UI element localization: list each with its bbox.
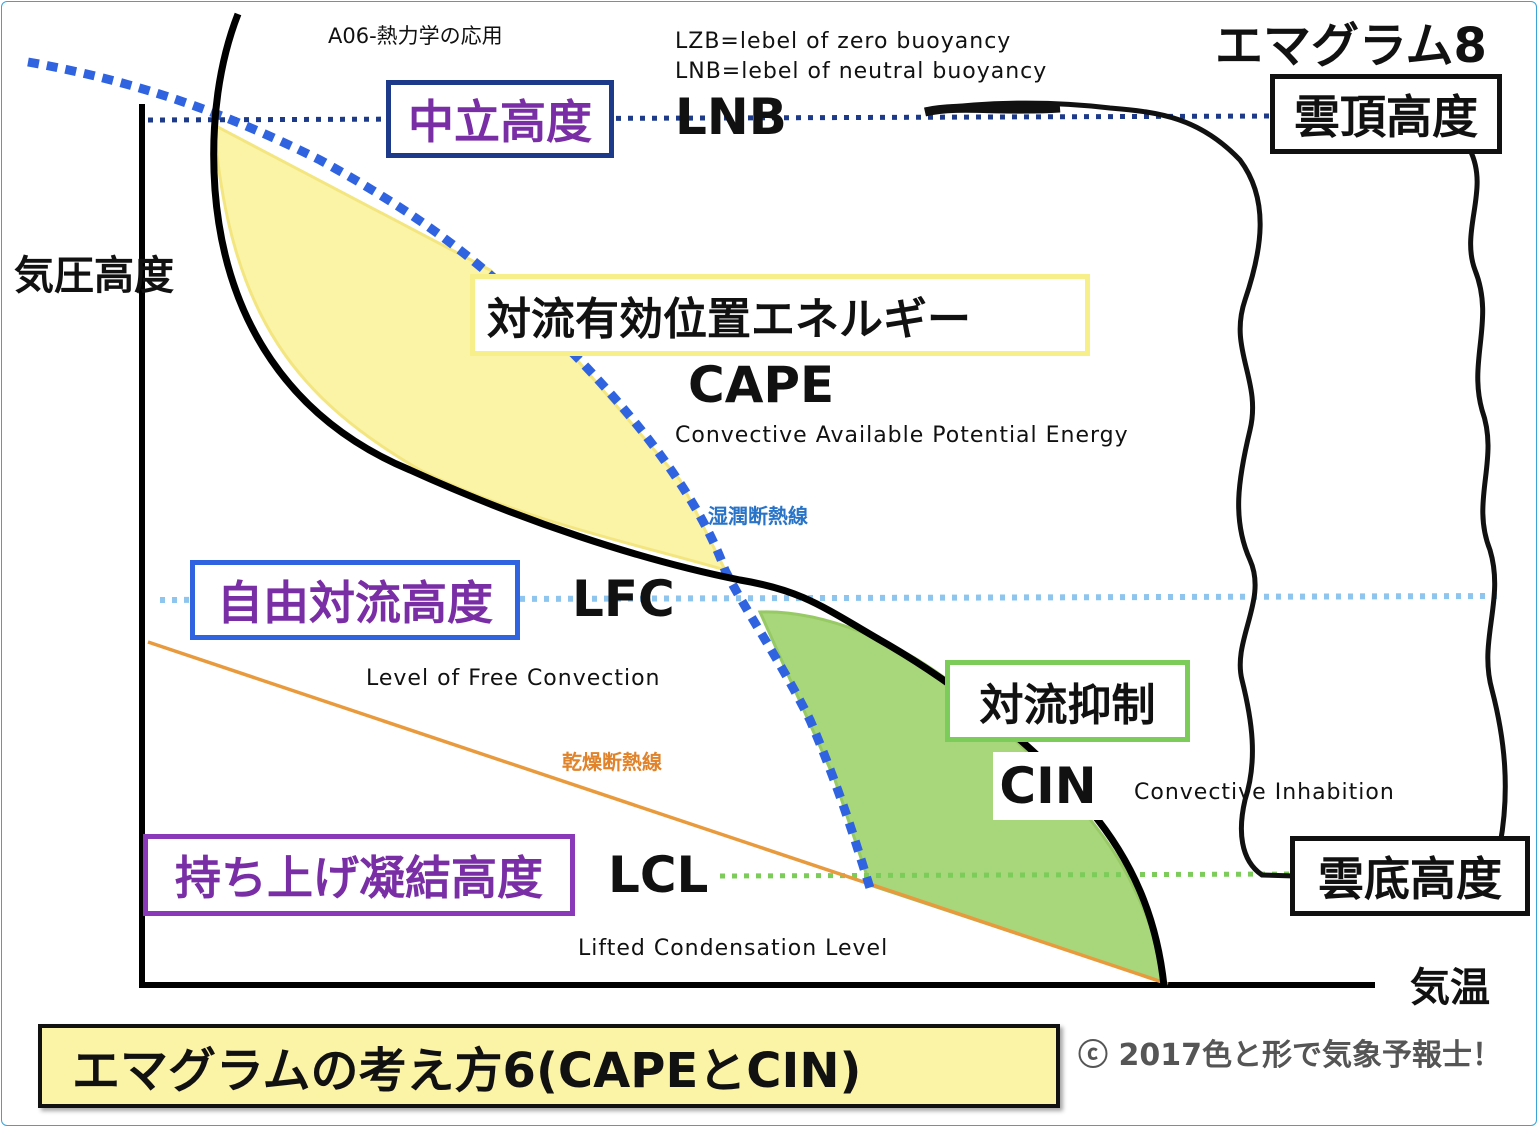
cape-area (212, 122, 728, 573)
lfc-jp-label: 自由対流高度 (190, 560, 520, 640)
cloud-top-smudge (923, 103, 1061, 117)
cape-en: Convective Available Potential Energy (675, 423, 1129, 448)
lnb-definition: LNB=lebel of neutral buoyancy (675, 59, 1048, 84)
dry-adiabat-label: 乾燥断熱線 (562, 750, 662, 774)
lfc-dotted-line (159, 593, 1501, 603)
moist-adiabat-line (27, 57, 875, 890)
cape-abbr: CAPE (688, 356, 835, 414)
copyright: ⓒ 2017色と形で気象予報士！ (1078, 1038, 1502, 1073)
cin-abbr: CIN (993, 752, 1103, 820)
lfc-en: Level of Free Convection (366, 666, 661, 691)
lnb-jp-label: 中立高度 (386, 80, 614, 158)
y-axis-label: 気圧高度 (14, 253, 174, 299)
lcl-abbr: LCL (608, 846, 709, 904)
lnb-dotted-line (147, 113, 1276, 123)
cloud-top-label: 雲頂高度 (1270, 74, 1502, 154)
dry-adiabat-line (147, 640, 1169, 986)
footer-subtitle: エマグラムの考え方6(CAPEとCIN) (38, 1024, 1060, 1108)
cloud-base-label: 雲底高度 (1290, 836, 1530, 916)
top-label: A06-熱力学の応用 (328, 24, 503, 48)
cin-en: Convective Inhabition (1134, 780, 1395, 805)
lfc-abbr: LFC (572, 570, 675, 628)
cape-jp-label: 対流有効位置エネルギー (470, 274, 1090, 356)
lnb-abbr: LNB (675, 88, 787, 146)
cloud-outline-right (1467, 148, 1508, 846)
lzb-definition: LZB=lebel of zero buoyancy (675, 29, 1012, 54)
lcl-jp-label: 持ち上げ凝結高度 (143, 834, 575, 916)
cin-jp-label: 対流抑制 (945, 660, 1190, 742)
cloud-outline (924, 100, 1296, 879)
lcl-en: Lifted Condensation Level (578, 936, 889, 961)
x-axis-label: 気温 (1410, 965, 1490, 1011)
diagram-title: エマグラム8 (1215, 18, 1487, 74)
moist-adiabat-label: 湿潤断熱線 (708, 504, 808, 528)
